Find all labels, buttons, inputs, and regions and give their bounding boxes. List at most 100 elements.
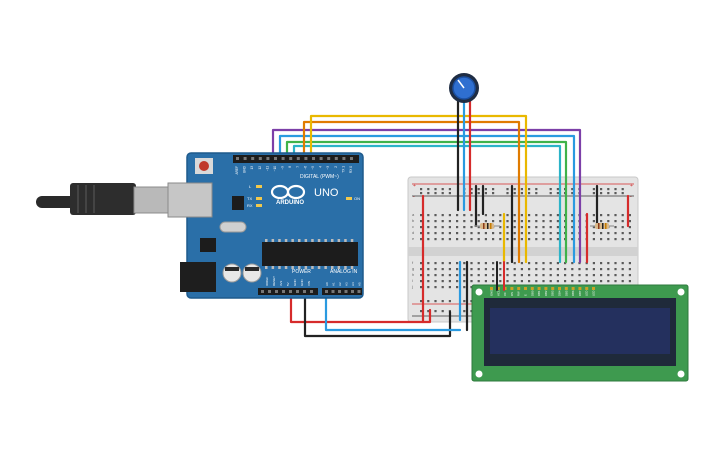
lcd-pin-label: LED [592, 291, 596, 296]
digital-header [233, 155, 359, 163]
brand-label: ARDUINO [276, 200, 304, 206]
digital-pin-label: 8 [288, 166, 292, 168]
rail-mark: + [630, 183, 633, 189]
usb-cable [36, 183, 169, 215]
breadboard-row-label: e [412, 236, 415, 241]
power-pin-label: IOREF [265, 277, 269, 286]
rail-mark: - [630, 194, 632, 200]
rail-mark: + [413, 183, 416, 189]
lcd-pin-label: DB7 [578, 290, 582, 296]
digital-pin-label: RX 0 [349, 166, 353, 173]
lcd-pin-label: DB4 [558, 290, 562, 296]
digital-header-label: DIGITAL (PWM~) [300, 174, 339, 180]
digital-pin-label: ~3 [326, 166, 330, 170]
lcd-pin-label: DB3 [551, 290, 555, 296]
potentiometer[interactable] [449, 73, 479, 103]
breadboard-row-label: c [412, 224, 414, 229]
analog-header [322, 288, 362, 295]
digital-pin-label: 12 [258, 166, 262, 170]
analog-pin-label: A1 [332, 282, 336, 286]
digital-pin-label: 13 [250, 166, 254, 170]
wire-a0-blue[interactable] [324, 285, 462, 332]
lcd-pin-label: DB6 [571, 290, 575, 296]
lcd-pin-label: DB5 [564, 290, 568, 296]
analog-pin-label: A0 [325, 282, 329, 286]
wire-green[interactable] [285, 140, 568, 264]
wire-orange[interactable] [302, 120, 521, 264]
digital-pin-label: ~10 [273, 166, 277, 172]
arduino-logo: ARDUINO UNO [270, 184, 339, 206]
wire-5v-red[interactable] [289, 285, 432, 324]
analog-pin-label: A2 [338, 282, 342, 286]
breadboard-row-label: g [412, 266, 414, 271]
wire-gnd-black[interactable] [303, 285, 452, 338]
breadboard-row-label: j [411, 284, 413, 289]
lcd-pin-label: V0 [503, 292, 507, 296]
wire-blue[interactable] [278, 134, 576, 264]
digital-pin-label: 4 [319, 166, 323, 168]
power-pin-label: GND [300, 279, 304, 287]
rail-mark: - [413, 194, 415, 200]
lcd-pin-label: DB0 [530, 290, 534, 296]
power-header-label: POWER [292, 269, 311, 275]
resistor-2[interactable] [590, 223, 614, 229]
wire-cyan[interactable] [292, 144, 562, 264]
power-pin-label: RESET [272, 276, 276, 286]
digital-pin-label: 2 [334, 166, 338, 168]
power-header [258, 288, 318, 295]
lcd-pin-label: RW [517, 291, 521, 296]
power-pin-label: 3V3 [279, 280, 283, 286]
reset-button[interactable] [199, 161, 209, 171]
power-pin-label: 5V [286, 282, 290, 286]
lcd-pin-label: E [524, 294, 528, 296]
usb-port [167, 182, 213, 218]
lcd-screen [490, 308, 670, 354]
lcd-pin-row [490, 287, 595, 290]
led-label-rx: RX [247, 203, 253, 208]
power-pin-label: GND [293, 279, 297, 287]
resistor-1[interactable] [474, 223, 500, 229]
lcd-pin-label: GND [490, 290, 494, 296]
lcd-pin-label: VCC [496, 290, 500, 296]
digital-pin-label: ~11 [265, 166, 269, 171]
breadboard-row-label: f [412, 260, 414, 265]
lcd-pin-label: LED [585, 291, 589, 296]
digital-pin-label: GND [243, 165, 247, 173]
lcd-pin-label: RS [510, 292, 514, 296]
lcd-pin-label: DB2 [544, 290, 548, 296]
status-leds: L TX RX ON [247, 184, 360, 208]
analog-pin-label: A3 [345, 282, 349, 286]
wire-purple[interactable] [271, 128, 582, 264]
led-label-on: ON [354, 196, 360, 201]
led-label-l: L [249, 184, 252, 189]
digital-pin-label: ~6 [303, 166, 307, 170]
digital-pin-label: 7 [296, 166, 300, 168]
atmega-chip [262, 242, 358, 266]
digital-pin-holes [236, 157, 353, 160]
digital-pin-label: ~9 [281, 166, 285, 170]
power-jack [180, 262, 216, 292]
analog-pin-label: A4 [351, 282, 355, 286]
model-label: UNO [314, 187, 339, 199]
breadboard-row-label: i [412, 278, 413, 283]
breadboard-row-label: h [412, 272, 414, 277]
digital-pin-label: TX 1 [341, 166, 345, 173]
breadboard-row-label: d [412, 230, 414, 235]
breadboard-row-label: b [412, 218, 415, 223]
led-label-tx: TX [247, 196, 252, 201]
digital-pin-label: AREF [235, 166, 239, 175]
lcd-pin-label: DB1 [537, 290, 541, 296]
analog-header-label: ANALOG IN [330, 269, 358, 275]
wire-yellow[interactable] [309, 114, 528, 264]
power-pin-label: VIN [307, 281, 311, 286]
analog-pin-label: A5 [358, 282, 362, 286]
digital-pin-label: ~5 [311, 166, 315, 170]
